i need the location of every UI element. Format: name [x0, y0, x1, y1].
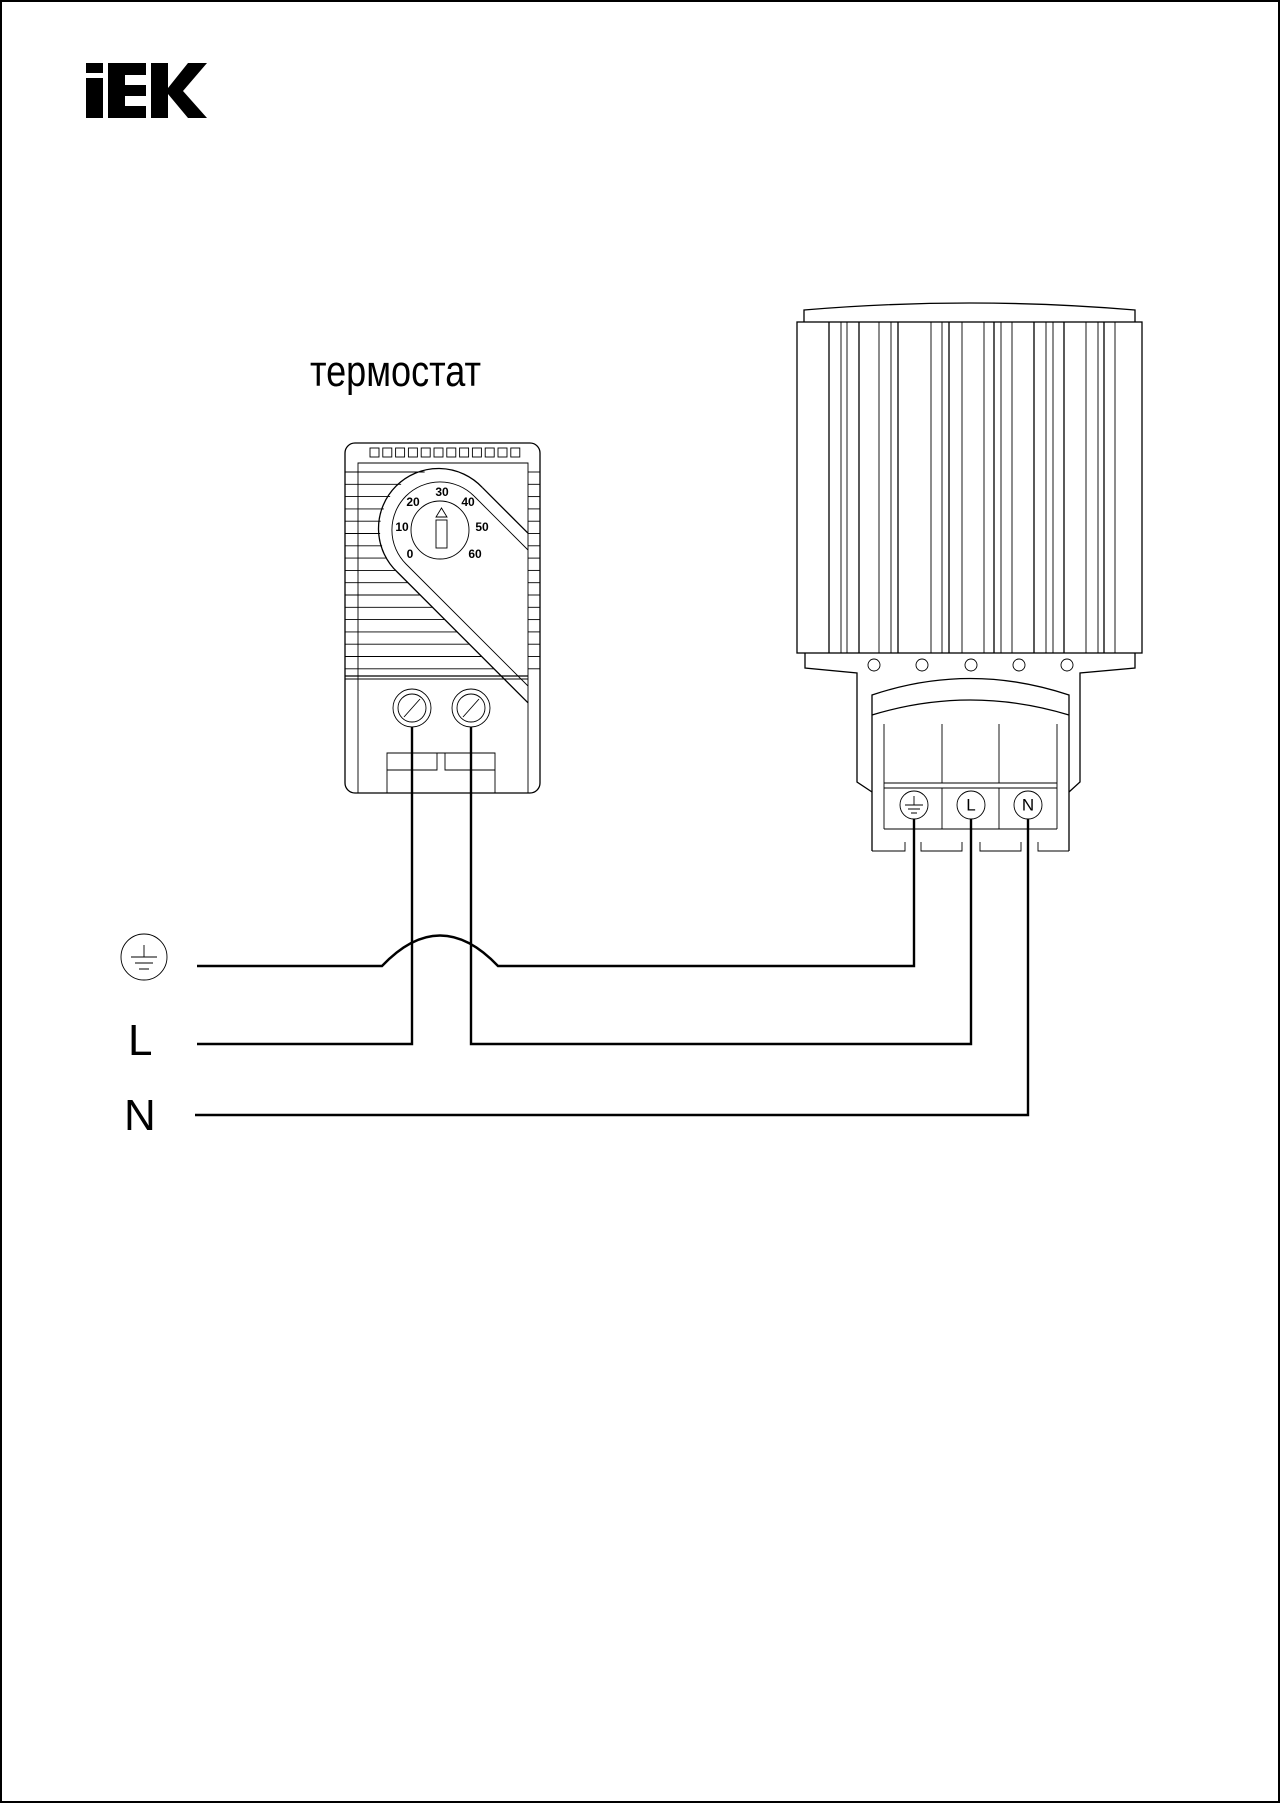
mount-hole — [867, 658, 881, 672]
dial-mark-30: 30 — [435, 485, 449, 499]
iek-logo — [86, 63, 207, 118]
dial-mark-10: 10 — [395, 520, 409, 534]
dial-pointer-arrow — [435, 507, 448, 518]
wire-l-thermostat-to-heater — [469, 727, 973, 1046]
mount-hole — [915, 658, 929, 672]
thermostat-vent-comb — [369, 447, 521, 458]
thermostat: 0 10 20 30 40 50 60 — [344, 442, 541, 794]
vent-slot — [433, 447, 444, 458]
vent-slot — [369, 447, 380, 458]
mount-hole — [964, 658, 978, 672]
vent-slot — [510, 447, 521, 458]
supply-earth-symbol — [120, 933, 168, 981]
dial-mark-50: 50 — [475, 520, 489, 534]
heater: L N — [796, 302, 1143, 852]
wire-n — [195, 819, 1030, 1117]
heater-terminal-n-label: N — [1022, 796, 1034, 815]
vent-slot — [484, 447, 495, 458]
vent-slot — [382, 447, 393, 458]
dial-pointer — [435, 519, 448, 549]
thermostat-clip — [386, 752, 496, 793]
vent-slot — [420, 447, 431, 458]
mount-hole — [1012, 658, 1026, 672]
heater-mount-holes — [867, 658, 1074, 672]
vent-slot — [407, 447, 418, 458]
supply-n-label: N — [124, 1091, 156, 1140]
heater-fins — [828, 322, 1116, 653]
vent-slot — [395, 447, 406, 458]
wire-l-supply-to-thermostat — [197, 727, 414, 1046]
dial-mark-40: 40 — [461, 495, 475, 509]
heater-feet — [872, 842, 1069, 852]
thermostat-label: термостат — [310, 347, 481, 396]
dial-mark-0: 0 — [407, 547, 414, 561]
wire-earth — [197, 819, 916, 968]
dial-mark-20: 20 — [406, 495, 420, 509]
vent-slot — [459, 447, 470, 458]
supply-l-label: L — [128, 1016, 152, 1065]
dial-scale: 0 10 20 30 40 50 60 — [395, 485, 489, 561]
vent-slot — [446, 447, 457, 458]
mount-hole — [1060, 658, 1074, 672]
thermostat-dial-knob — [410, 500, 470, 560]
thermostat-ribs — [345, 471, 540, 670]
vent-slot — [497, 447, 508, 458]
vent-slot — [471, 447, 482, 458]
dial-mark-60: 60 — [468, 547, 482, 561]
heater-terminal-l-label: L — [966, 796, 975, 815]
